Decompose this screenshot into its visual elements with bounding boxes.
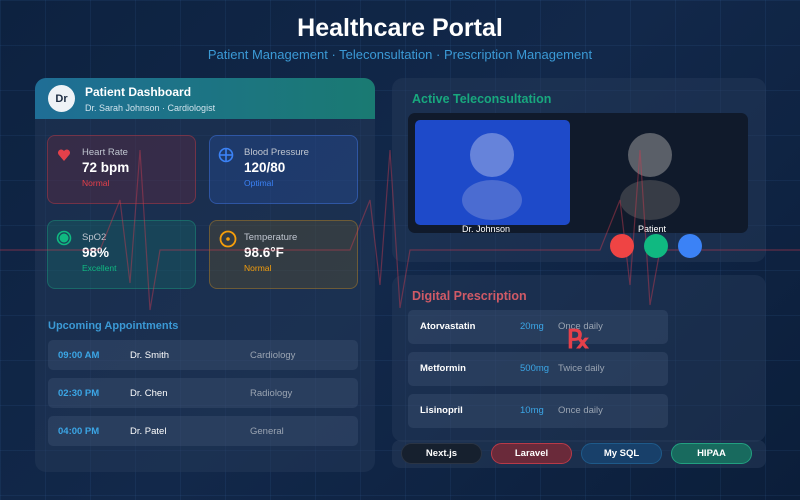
- appointments-title: Upcoming Appointments: [48, 320, 179, 332]
- end-call-button[interactable]: [610, 234, 634, 258]
- patient-avatar-head-icon: [628, 133, 672, 177]
- vital-card-blood-pressure[interactable]: Blood Pressure 120/80 Optimal: [209, 135, 358, 204]
- teleconsultation-panel: Active Teleconsultation Dr. Johnson Pati…: [392, 78, 766, 262]
- vital-label: SpO2: [82, 232, 107, 243]
- medication-name: Lisinopril: [420, 405, 463, 416]
- tag-nextjs[interactable]: Next.js: [401, 443, 482, 464]
- vital-status: Optimal: [244, 178, 274, 188]
- vital-card-spo2[interactable]: SpO2 98% Excellent: [47, 220, 196, 289]
- gauge-icon: [218, 147, 234, 163]
- avatar[interactable]: Dr: [48, 85, 75, 112]
- vital-label: Blood Pressure: [244, 147, 309, 158]
- doctor-video-label: Dr. Johnson: [462, 224, 511, 234]
- rx-symbol-icon: ℞: [567, 325, 591, 355]
- patient-video-feed[interactable]: [580, 120, 740, 225]
- appointment-department: Cardiology: [250, 350, 296, 361]
- dashboard-title: Patient Dashboard: [85, 84, 192, 99]
- medication-name: Metformin: [420, 363, 466, 374]
- tag-laravel[interactable]: Laravel: [491, 443, 572, 464]
- appointment-row[interactable]: 02:30 PM Dr. Chen Radiology: [48, 378, 358, 408]
- prescription-row[interactable]: Metformin 500mg Twice daily: [408, 352, 668, 386]
- microphone-button[interactable]: [644, 234, 668, 258]
- doctor-avatar-body-icon: [462, 180, 522, 220]
- vital-value: 98%: [82, 245, 110, 260]
- video-call-area: Dr. Johnson Patient: [408, 113, 748, 234]
- prescription-row[interactable]: Atorvastatin 20mg Once daily: [408, 310, 668, 344]
- vital-status: Normal: [82, 178, 110, 188]
- vital-card-temperature[interactable]: Temperature 98.6°F Normal: [209, 220, 358, 289]
- patient-video-label: Patient: [638, 224, 667, 234]
- tech-tag-bar: Next.js Laravel My SQL HIPAA: [392, 440, 766, 468]
- prescription-title: Digital Prescription: [412, 289, 527, 303]
- vital-label: Heart Rate: [82, 147, 128, 158]
- prescription-panel: Digital Prescription Atorvastatin 20mg O…: [392, 275, 766, 442]
- prescription-row[interactable]: Lisinopril 10mg Once daily: [408, 394, 668, 428]
- heart-icon: [57, 149, 71, 161]
- medication-dose: 20mg: [520, 321, 544, 332]
- appointment-row[interactable]: 09:00 AM Dr. Smith Cardiology: [48, 340, 358, 370]
- vital-status: Normal: [244, 263, 272, 273]
- oxygen-icon: [56, 230, 72, 246]
- appointment-department: Radiology: [250, 388, 293, 399]
- doctor-avatar-head-icon: [470, 133, 514, 177]
- appointment-doctor: Dr. Chen: [130, 388, 168, 399]
- doctor-info: Dr. Sarah Johnson · Cardiologist: [85, 102, 216, 113]
- vital-value: 72 bpm: [82, 160, 130, 175]
- medication-dose: 10mg: [520, 405, 544, 416]
- appointment-time: 09:00 AM: [58, 350, 100, 361]
- patient-dashboard-header: Dr Patient Dashboard Dr. Sarah Johnson ·…: [35, 78, 375, 119]
- page-subtitle: Patient Management · Teleconsultation · …: [207, 47, 593, 62]
- patient-dashboard-panel: Dr Patient Dashboard Dr. Sarah Johnson ·…: [35, 78, 375, 472]
- patient-avatar-body-icon: [620, 180, 680, 220]
- appointment-row[interactable]: 04:00 PM Dr. Patel General: [48, 416, 358, 446]
- teleconsultation-title: Active Teleconsultation: [412, 92, 552, 106]
- vital-value: 120/80: [244, 160, 286, 175]
- appointment-time: 02:30 PM: [58, 388, 100, 399]
- medication-name: Atorvastatin: [420, 321, 476, 332]
- appointment-time: 04:00 PM: [58, 426, 100, 437]
- medication-frequency: Twice daily: [558, 363, 605, 374]
- appointment-doctor: Dr. Smith: [130, 350, 170, 361]
- vital-label: Temperature: [244, 232, 298, 243]
- thermometer-icon: [219, 230, 237, 248]
- tag-hipaa[interactable]: HIPAA: [671, 443, 752, 464]
- appointment-doctor: Dr. Patel: [130, 426, 167, 437]
- vital-status: Excellent: [82, 263, 117, 273]
- appointment-department: General: [250, 426, 284, 437]
- medication-dose: 500mg: [520, 363, 550, 374]
- medication-frequency: Once daily: [558, 405, 603, 416]
- video-toggle-button[interactable]: [678, 234, 702, 258]
- doctor-video-feed[interactable]: [415, 120, 570, 225]
- page-title: Healthcare Portal: [297, 14, 503, 42]
- medication-frequency: Once daily: [558, 321, 603, 332]
- vital-value: 98.6°F: [244, 245, 284, 260]
- vital-card-heart-rate[interactable]: Heart Rate 72 bpm Normal: [47, 135, 196, 204]
- tag-mysql[interactable]: My SQL: [581, 443, 662, 464]
